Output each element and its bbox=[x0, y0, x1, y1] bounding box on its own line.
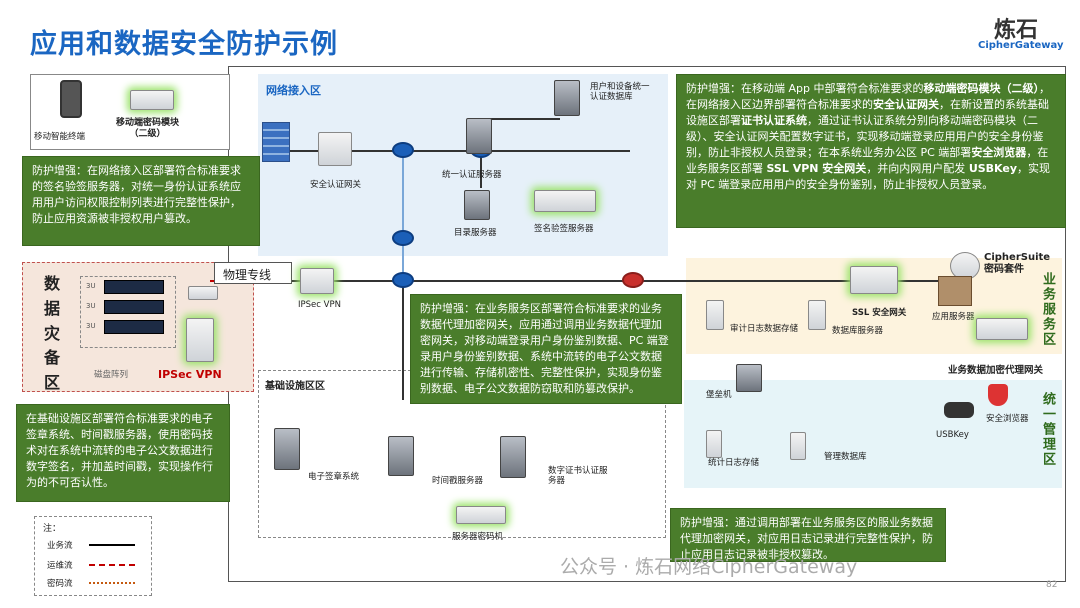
callout-sign-verify: 防护增强：在网络接入区部署符合标准要求的签名验签服务器，对统一身份认证系统应用用… bbox=[22, 156, 260, 246]
stat-log-icon bbox=[706, 430, 722, 458]
disk-array-box bbox=[80, 276, 176, 348]
cert-server-icon bbox=[500, 436, 526, 478]
legend: 注： 业务流 运维流 密码流 bbox=[34, 516, 152, 596]
mobile-crypto-module-label: 移动端密码模块 （二级） bbox=[116, 118, 180, 139]
phone-icon bbox=[60, 80, 82, 118]
app-server-label: 应用服务器 bbox=[932, 312, 975, 322]
mgmt-db-icon bbox=[790, 432, 806, 460]
callout-esign: 在基础设施区部署符合标准要求的电子签章系统、时间戳服务器，使用密码技术对在系统中… bbox=[16, 404, 230, 502]
ssl-gateway-label: SSL 安全网关 bbox=[852, 308, 907, 318]
zone-dr-label: 数据灾备区 bbox=[44, 274, 61, 393]
rack-unit-label: 3U bbox=[86, 322, 96, 330]
callout-log: 防护增强：通过调用部署在业务服务区的服业务数据代理加密网关，对应用日志记录进行完… bbox=[670, 508, 946, 562]
link-line bbox=[290, 150, 630, 152]
ciphersuite-label: CipherSuite 密码套件 bbox=[984, 252, 1051, 275]
router-icon bbox=[392, 230, 414, 246]
rack-unit-label: 3U bbox=[86, 282, 96, 290]
esign-server-icon bbox=[274, 428, 300, 470]
server-crypto-label: 服务器密码机 bbox=[452, 532, 504, 542]
db-server-icon bbox=[808, 300, 826, 330]
router-icon bbox=[392, 272, 414, 288]
disk-icon bbox=[104, 320, 164, 334]
router-icon bbox=[392, 142, 414, 158]
biz-proxy-label: 业务数据加密代理网关 bbox=[948, 365, 1044, 376]
zone-base-infra-label: 基础设施区区 bbox=[265, 381, 325, 392]
disk-array-label: 磁盘阵列 bbox=[94, 370, 129, 380]
callout-identity: 防护增强：在移动端 App 中部署符合标准要求的移动端密码模块（二级），在网络接… bbox=[676, 74, 1066, 228]
app-server-icon bbox=[938, 276, 972, 306]
biz-proxy-icon bbox=[976, 318, 1028, 340]
cert-server-label: 数字证书认证服务器 bbox=[548, 466, 608, 487]
auth-db-icon bbox=[554, 80, 580, 116]
ipsec-vpn-dr-label: IPSec VPN bbox=[158, 368, 222, 381]
db-server-label: 数据库服务器 bbox=[832, 326, 884, 336]
disk-icon bbox=[104, 300, 164, 314]
link-line bbox=[680, 280, 970, 282]
rack-unit-label: 3U bbox=[86, 302, 96, 310]
auth-server-label: 统一认证服务器 bbox=[442, 170, 502, 180]
zone-network-access-label: 网络接入区 bbox=[266, 84, 321, 97]
link-line bbox=[262, 280, 682, 282]
timestamp-server-icon bbox=[388, 436, 414, 476]
auth-server-icon bbox=[466, 118, 492, 154]
ipsec-vpn-label: IPSec VPN bbox=[298, 300, 341, 310]
page-number: 82 bbox=[1046, 580, 1058, 590]
auth-gateway-icon bbox=[318, 132, 352, 166]
mobile-terminal-label: 移动智能终端 bbox=[34, 132, 86, 142]
link-line bbox=[402, 280, 404, 400]
sign-verify-server-label: 签名验签服务器 bbox=[534, 224, 594, 234]
bastion-label: 堡垒机 bbox=[706, 390, 732, 400]
stat-log-label: 统计日志存储 bbox=[708, 458, 760, 468]
usbkey-label: USBKey bbox=[936, 430, 969, 440]
router-icon bbox=[622, 272, 644, 288]
legend-title: 注： bbox=[43, 524, 62, 534]
physical-line-label: 物理专线 bbox=[214, 262, 292, 284]
firewall-icon bbox=[262, 122, 290, 162]
legend-business-line bbox=[89, 544, 135, 546]
logo-text: 炼石 bbox=[994, 18, 1039, 43]
legend-ops-label: 运维流 bbox=[47, 561, 73, 571]
mgmt-db-label: 管理数据库 bbox=[824, 452, 867, 462]
link-line bbox=[402, 150, 404, 280]
auth-db-label: 用户和设备统一 认证数据库 bbox=[590, 82, 650, 103]
link-line bbox=[480, 118, 560, 120]
audit-storage-icon bbox=[706, 300, 724, 330]
secure-browser-label: 安全浏览器 bbox=[986, 414, 1029, 424]
esign-label: 电子签章系统 bbox=[308, 472, 360, 482]
usbkey-icon bbox=[944, 402, 974, 418]
sign-verify-server-icon bbox=[534, 190, 596, 212]
ipsec-vpn-dr-icon bbox=[186, 318, 214, 362]
auth-gateway-label: 安全认证网关 bbox=[310, 180, 362, 190]
logo-subtext: CipherGateway bbox=[978, 40, 1064, 51]
callout-data-proxy: 防护增强：在业务服务区部署符合标准要求的业务数据代理加密网关，应用通过调用业务数… bbox=[410, 294, 682, 404]
zone-mgmt-label: 统一管理区 bbox=[1040, 392, 1055, 467]
ipsec-vpn-icon bbox=[300, 268, 334, 294]
disk-icon bbox=[104, 280, 164, 294]
page-title: 应用和数据安全防护示例 bbox=[30, 29, 338, 60]
crypto-module-icon bbox=[130, 90, 174, 110]
legend-crypto-label: 密码流 bbox=[47, 579, 73, 589]
legend-crypto-line bbox=[89, 582, 135, 584]
directory-server-label: 目录服务器 bbox=[454, 228, 497, 238]
server-crypto-icon bbox=[456, 506, 506, 524]
legend-ops-line bbox=[89, 564, 135, 566]
audit-storage-label: 审计日志数据存储 bbox=[730, 324, 799, 334]
switch-icon bbox=[188, 286, 218, 300]
watermark: 公众号 · 炼石网络CipherGateway bbox=[560, 556, 858, 578]
ssl-gateway-icon bbox=[850, 266, 898, 294]
bastion-icon bbox=[736, 364, 762, 392]
zone-business-label: 业务服务区 bbox=[1040, 272, 1055, 347]
directory-server-icon bbox=[464, 190, 490, 220]
shield-icon bbox=[988, 384, 1008, 406]
legend-business-label: 业务流 bbox=[47, 541, 73, 551]
timestamp-label: 时间戳服务器 bbox=[432, 476, 484, 486]
